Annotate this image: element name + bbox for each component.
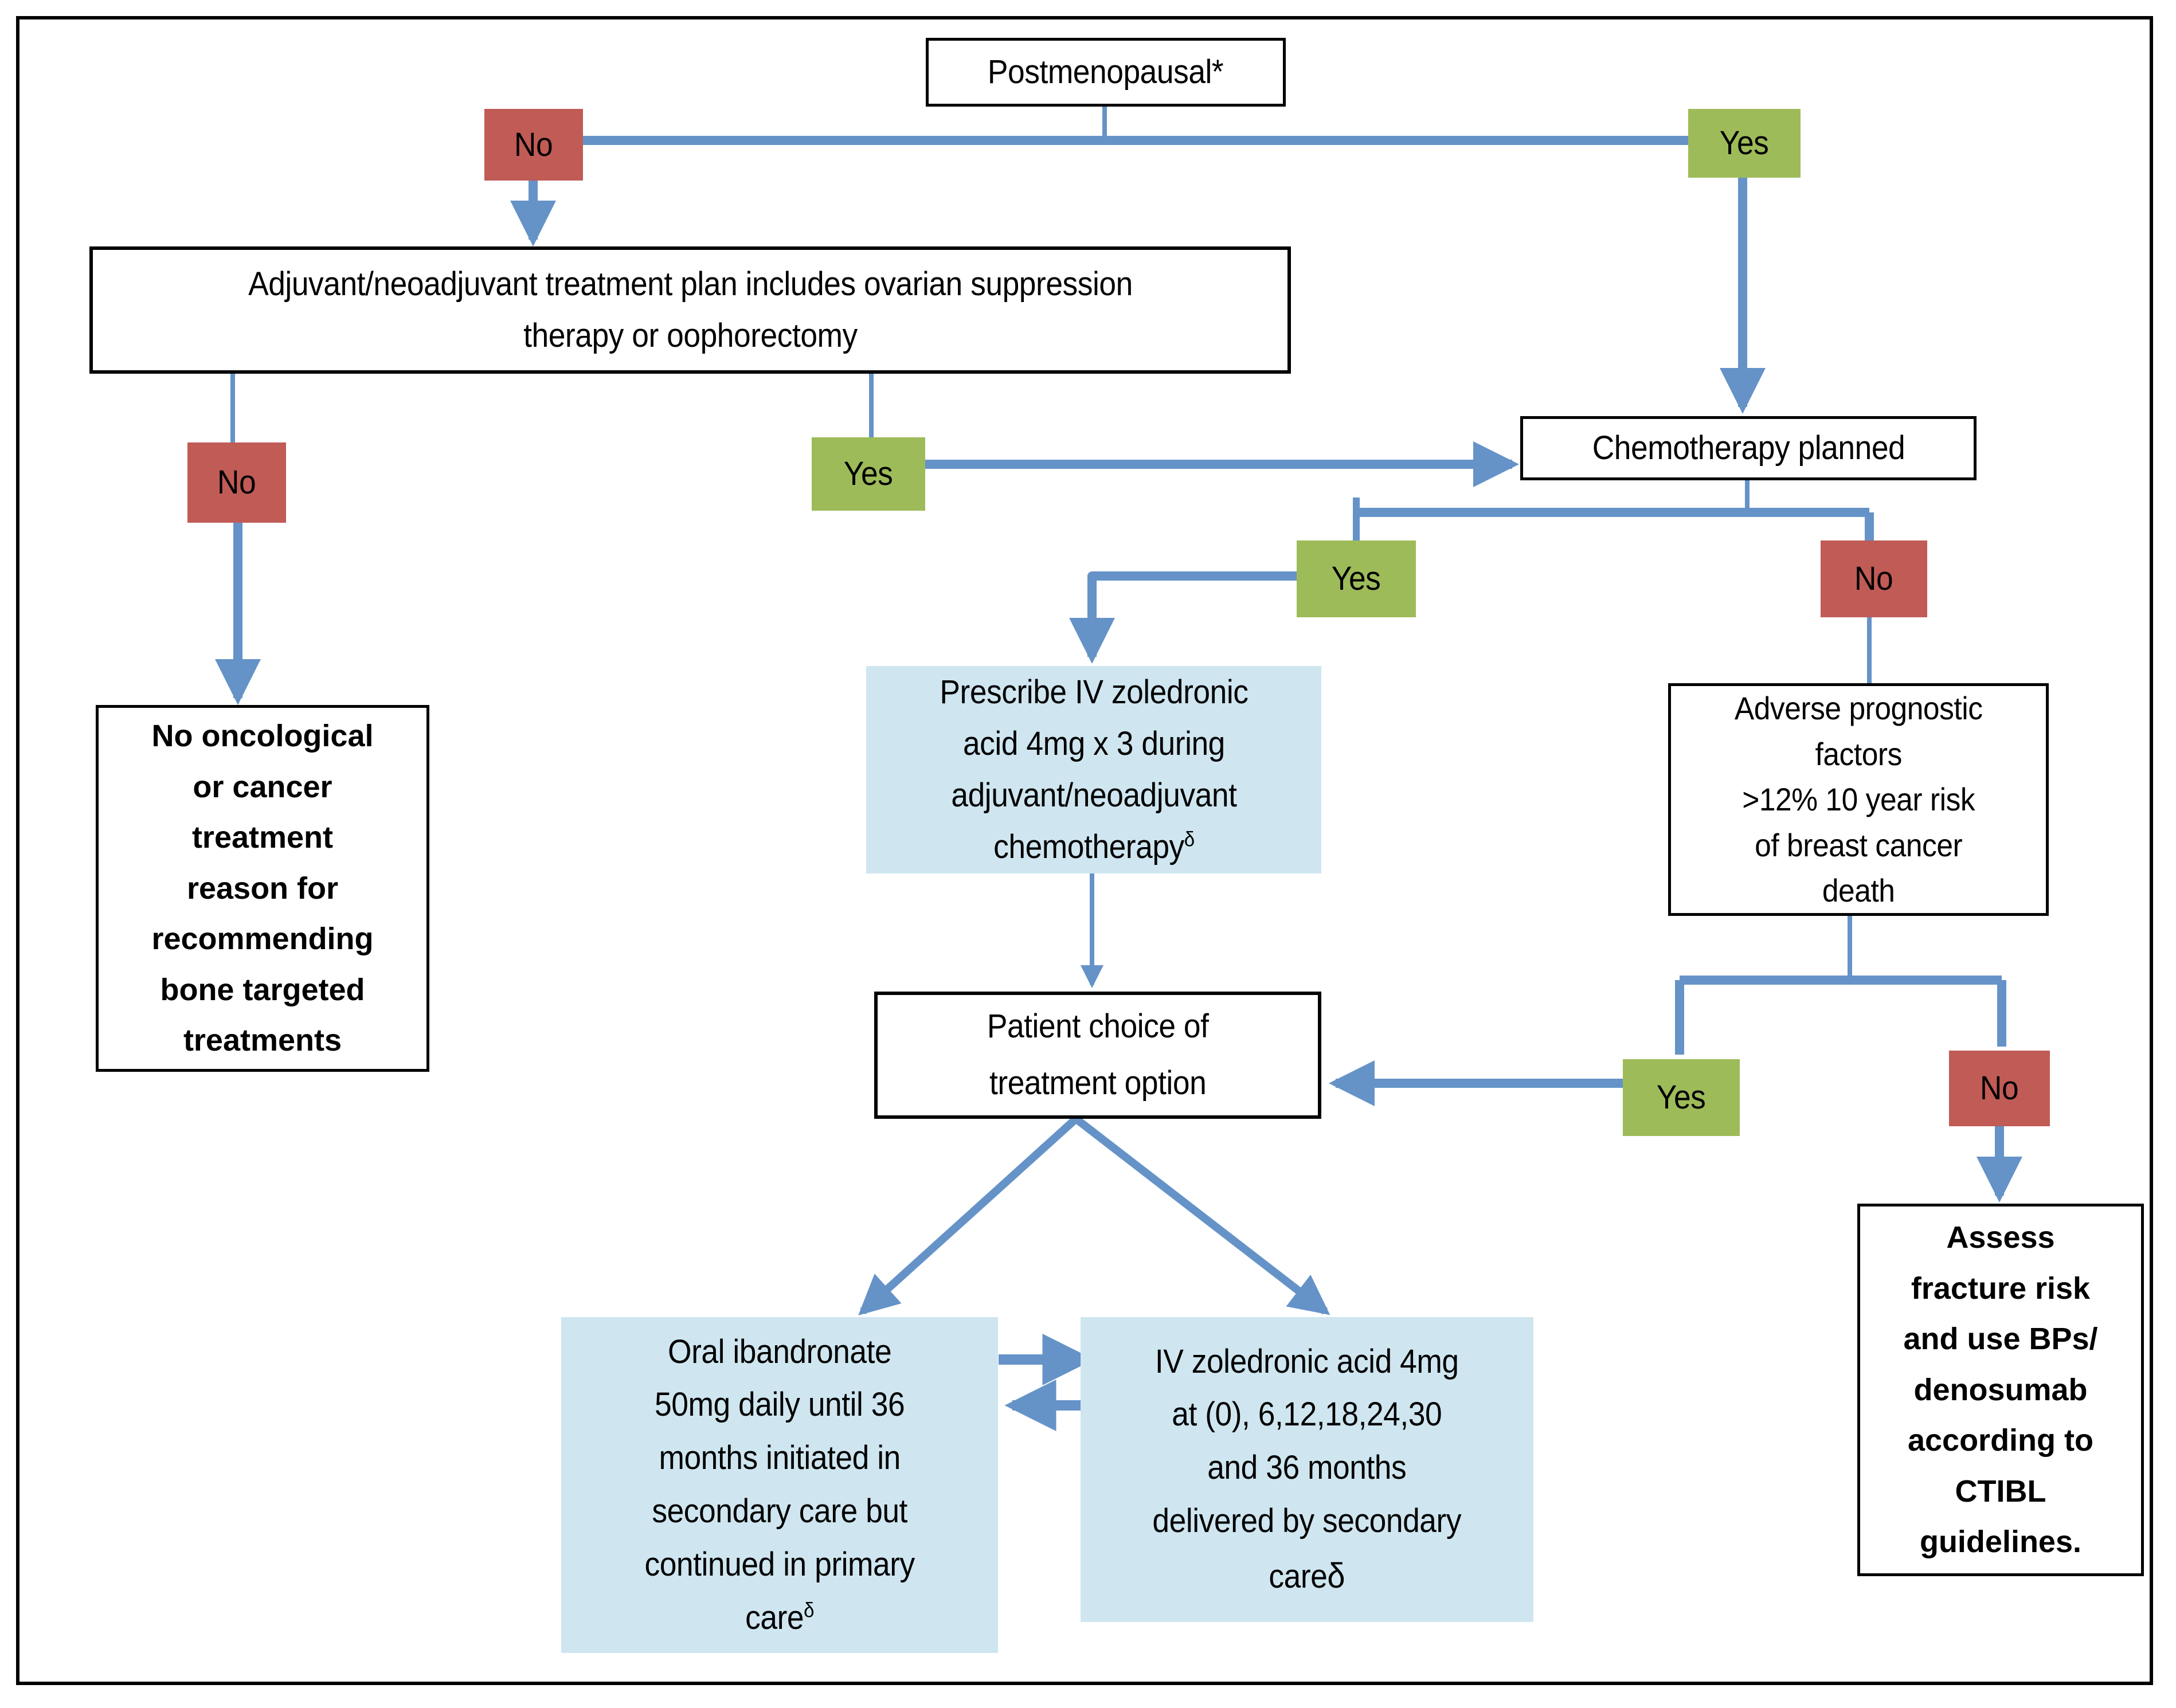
node-yes-chemo-label: Yes	[1332, 560, 1381, 598]
node-no-ovarian-label: No	[217, 464, 256, 502]
node-postmenopausal-label: Postmenopausal*	[988, 53, 1224, 91]
node-chemotherapy-planned: Chemotherapy planned	[1520, 416, 1977, 480]
delta-superscript: δ	[803, 1598, 814, 1622]
arrow-patient-choice-to-oral	[858, 1115, 1079, 1316]
node-prescribe-zoledronic-label: Prescribe IV zoledronic acid 4mg x 3 dur…	[939, 673, 1249, 865]
node-no-chemo-label: No	[1854, 560, 1893, 598]
node-yes-chemo: Yes	[1297, 540, 1416, 617]
node-adjuvant-plan: Adjuvant/neoadjuvant treatment plan incl…	[89, 246, 1291, 374]
node-oral-ibandronate: Oral ibandronate 50mg daily until 36 mon…	[561, 1317, 998, 1653]
node-no-top: No	[484, 109, 583, 181]
node-no-ovarian: No	[187, 442, 286, 523]
node-adverse-prognostic: Adverse prognostic factors >12% 10 year …	[1668, 683, 2049, 916]
node-prescribe-zoledronic: Prescribe IV zoledronic acid 4mg x 3 dur…	[866, 666, 1321, 873]
node-no-adverse-label: No	[1980, 1070, 2019, 1107]
node-no-adverse: No	[1949, 1051, 2050, 1126]
node-no-chemo: No	[1821, 540, 1927, 617]
node-yes-top-label: Yes	[1720, 124, 1769, 162]
node-patient-choice-label: Patient choice of treatment option	[987, 1008, 1209, 1102]
node-yes-top: Yes	[1688, 109, 1801, 178]
delta-superscript: δ	[1184, 827, 1195, 851]
node-no-oncological-label: No oncological or cancer treatment reaso…	[151, 719, 374, 1058]
node-yes-adverse: Yes	[1623, 1059, 1740, 1136]
arrow-patient-choice-to-iv	[1073, 1115, 1330, 1315]
delta-inline: δ	[1327, 1556, 1345, 1595]
node-iv-zoledronic-label: IV zoledronic acid 4mg at (0), 6,12,18,2…	[1152, 1342, 1462, 1595]
node-assess-fracture: Assess fracture risk and use BPs/ denosu…	[1857, 1204, 2144, 1576]
node-chemotherapy-planned-label: Chemotherapy planned	[1592, 429, 1905, 467]
node-yes-adverse-label: Yes	[1657, 1079, 1706, 1117]
node-iv-zoledronic: IV zoledronic acid 4mg at (0), 6,12,18,2…	[1081, 1317, 1533, 1622]
node-yes-ovarian-label: Yes	[844, 455, 893, 493]
node-no-top-label: No	[514, 126, 553, 163]
arrow-yes-chemo-to-prescribe	[1069, 571, 1297, 664]
node-patient-choice: Patient choice of treatment option	[874, 992, 1321, 1119]
node-adverse-prognostic-label: Adverse prognostic factors >12% 10 year …	[1734, 690, 1983, 909]
node-no-oncological: No oncological or cancer treatment reaso…	[96, 705, 429, 1072]
node-postmenopausal: Postmenopausal*	[926, 38, 1286, 107]
node-yes-ovarian: Yes	[812, 437, 925, 511]
node-oral-ibandronate-label: Oral ibandronate 50mg daily until 36 mon…	[644, 1333, 915, 1636]
node-adjuvant-plan-label: Adjuvant/neoadjuvant treatment plan incl…	[248, 265, 1133, 354]
node-assess-fracture-label: Assess fracture risk and use BPs/ denosu…	[1903, 1220, 2098, 1560]
